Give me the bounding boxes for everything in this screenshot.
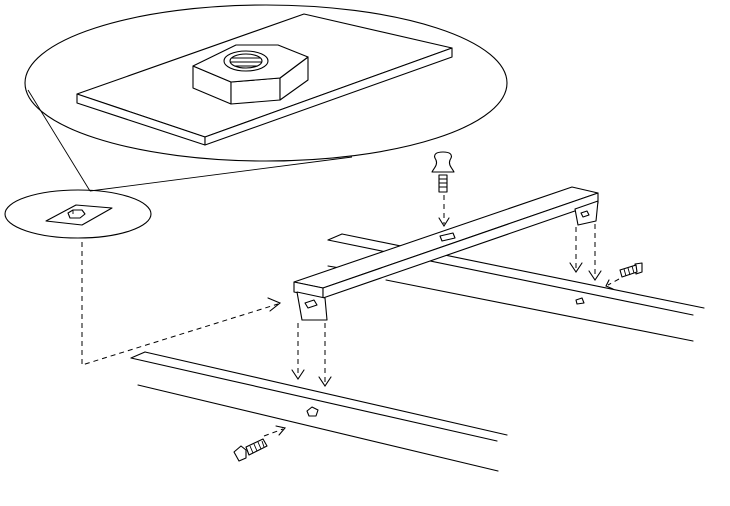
small-callout-ellipse — [4, 189, 152, 239]
bolt-vertical-icon — [431, 151, 455, 228]
bracket-right — [574, 200, 599, 226]
bracket-right-hole — [580, 210, 590, 218]
small-callout — [4, 189, 152, 239]
drop-lines-back — [569, 224, 602, 281]
leader-line-right — [89, 156, 353, 192]
cross-bar — [293, 186, 599, 321]
rail-front-hole — [306, 406, 319, 417]
bracket-left-hole — [304, 299, 318, 309]
magnified-callout — [24, 4, 508, 192]
drop-lines-front — [291, 323, 332, 387]
hex-nut-icon — [192, 44, 309, 105]
side-rail-front — [130, 351, 508, 472]
callout-dashed-path — [81, 242, 282, 366]
bolt-right-icon — [605, 262, 643, 290]
rail-back-hole — [575, 297, 585, 305]
bracket-left — [296, 291, 328, 321]
bar-top-slot — [439, 232, 456, 242]
bolt-left-icon — [233, 425, 287, 462]
leader-line-left — [27, 89, 91, 192]
side-rail-back — [327, 233, 705, 342]
magnify-ellipse — [24, 4, 508, 162]
